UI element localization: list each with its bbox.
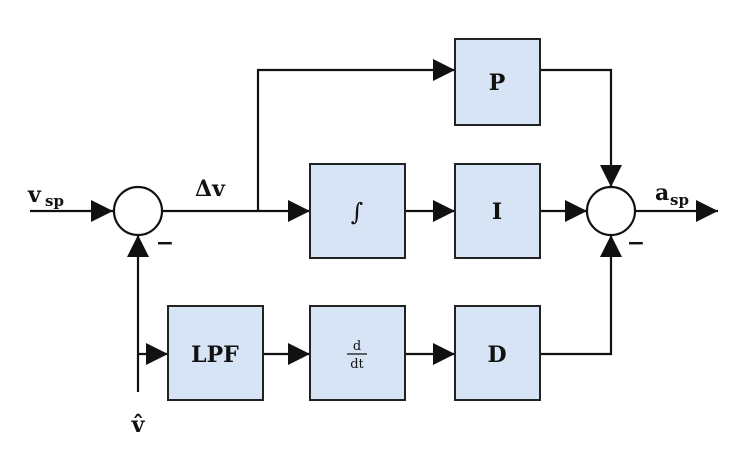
i-label: I — [492, 199, 502, 225]
connections — [30, 59, 718, 392]
input-subscript: sp — [45, 192, 64, 210]
p-gain-block — [454, 38, 541, 126]
sum2-minus-sign: − — [627, 230, 645, 256]
lpf-block — [167, 305, 264, 401]
d-gain-block — [454, 305, 541, 401]
d-label: D — [487, 342, 506, 368]
output-label: a — [655, 180, 669, 206]
error-label: Δv — [195, 176, 226, 202]
derivative-denominator: dt — [350, 357, 364, 372]
feedback-label: v̂ — [131, 412, 146, 438]
derivative-block — [309, 305, 406, 401]
summing-junction-error — [112, 185, 164, 237]
lpf-label: LPF — [191, 342, 239, 368]
input-label: v — [27, 182, 42, 208]
sum1-minus-sign: − — [156, 230, 174, 256]
integrator-block — [309, 163, 406, 259]
output-subscript: sp — [670, 191, 689, 209]
p-label: P — [489, 70, 506, 96]
summing-junction-output — [585, 185, 637, 237]
i-gain-block — [454, 163, 541, 259]
derivative-numerator: d — [353, 339, 361, 354]
integral-label: ∫ — [351, 198, 364, 226]
